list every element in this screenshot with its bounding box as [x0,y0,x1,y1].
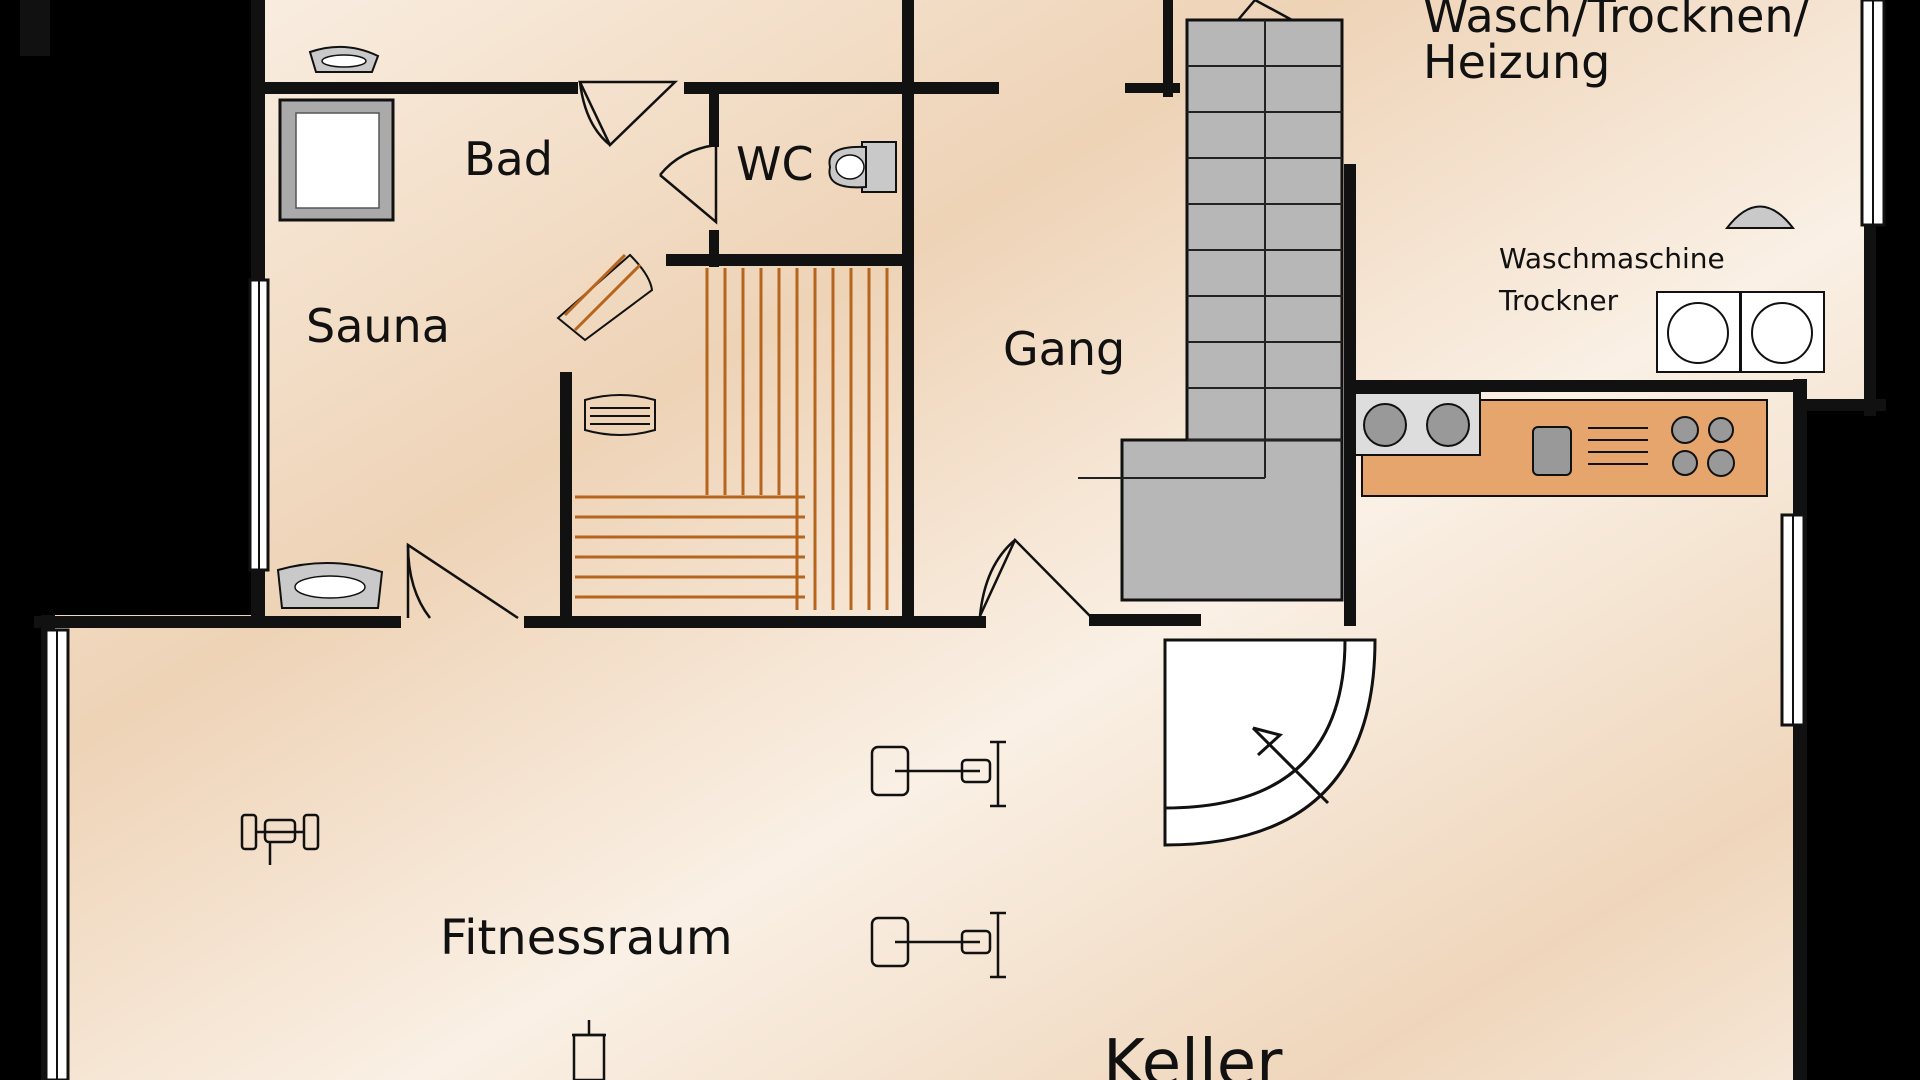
shower-icon [278,98,395,222]
spiral-staircase [1163,638,1377,847]
doors [406,0,1293,620]
room-label-sauna: Sauna [306,299,450,353]
room-label-fitnessraum: Fitnessraum [440,910,733,966]
room-label-wasch-line1: Wasch/Trocknen/ [1423,0,1810,43]
washbasin-icon [308,45,380,73]
room-label-bad: Bad [464,132,553,186]
room-label-wc: WC [736,137,814,191]
exercise-bike-icon [870,740,1006,808]
floor-title: Keller [1103,1027,1283,1080]
sauna-bucket-icon [584,394,656,436]
room-label-gang: Gang [1003,322,1125,376]
heating-unit-icon [1724,205,1796,229]
washing-machine-icon [1656,291,1741,373]
dryer-icon [1740,291,1825,373]
walls [20,0,1886,1080]
washbasin-icon [276,561,384,609]
appliance-label-waschmaschine: Waschmaschine [1499,242,1725,275]
kitchen-counter [1354,392,1768,497]
sauna-heater-icon [556,253,654,342]
exercise-bike-icon [870,911,1006,979]
room-label-wasch-line2: Heizung [1423,35,1610,89]
staircase [1078,18,1344,602]
dumbbell-icon [240,813,320,865]
appliance-label-trockner: Trockner [1498,284,1619,317]
weight-bench-icon [572,1020,606,1080]
floor-area [50,0,1870,1080]
sauna-benches [575,268,889,610]
toilet-icon [828,141,897,193]
